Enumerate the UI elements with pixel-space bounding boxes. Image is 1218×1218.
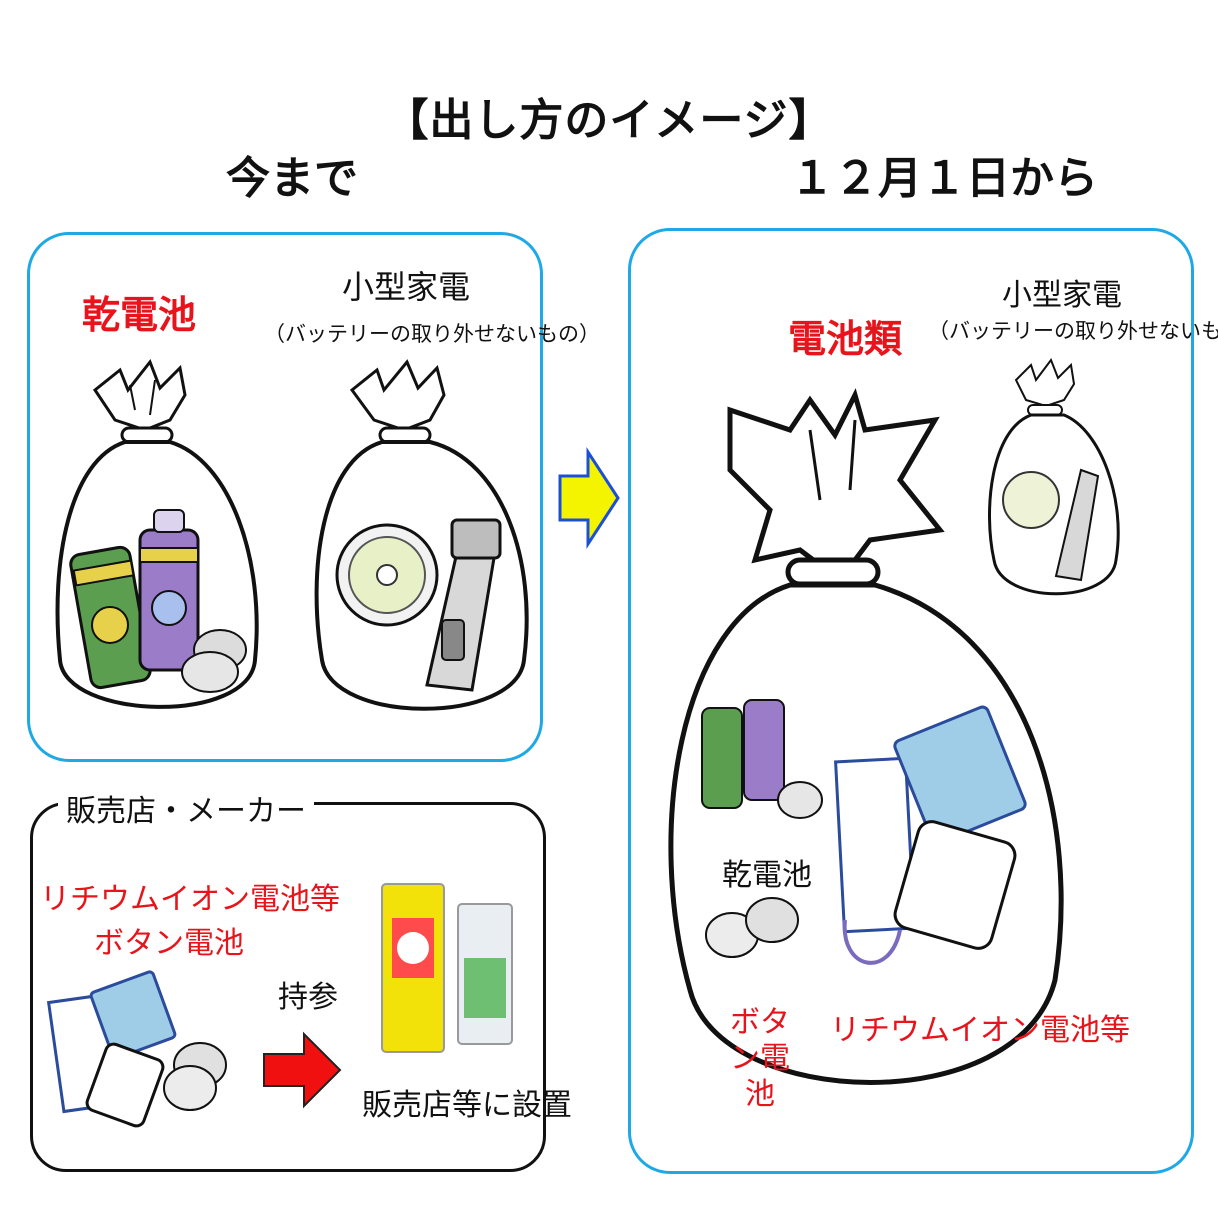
red-arrow-icon	[263, 1031, 342, 1109]
installed-label: 販売店等に設置	[362, 1088, 572, 1123]
appliance-note: （バッテリーの取り外せないもの）	[264, 322, 600, 346]
after-appliance-label: 小型家電	[1002, 278, 1122, 313]
after-appliance-note: （バッテリーの取り外せないもの）	[928, 319, 1218, 343]
after-lithium-label: リチウムイオン電池等	[830, 1013, 1130, 1048]
after-button-battery-label: ボタン電池	[730, 1005, 790, 1112]
dry-battery-label: 乾電池	[82, 293, 197, 337]
store-lithium-label: リチウムイオン電池等	[40, 882, 340, 917]
yellow-arrow-icon	[558, 446, 620, 550]
batteries-label: 電池類	[788, 317, 903, 361]
battery-pack-group-icon	[46, 970, 227, 1128]
small-appliance-bag-icon	[314, 359, 529, 711]
before-heading: 今まで	[226, 153, 358, 204]
before-box	[27, 232, 543, 762]
battery-bag-large-icon	[668, 388, 1064, 1085]
bring-label: 持参	[278, 980, 338, 1015]
after-box	[628, 228, 1194, 1174]
small-appliance-bag-small-icon	[988, 357, 1120, 596]
collection-box-icon	[381, 883, 513, 1053]
store-section-label: 販売店・メーカー	[58, 786, 314, 830]
after-dry-battery-label: 乾電池	[722, 858, 812, 893]
store-button-label: ボタン電池	[94, 926, 244, 961]
appliance-label: 小型家電	[342, 268, 471, 306]
page-title: 【出し方のイメージ】	[384, 95, 834, 146]
dry-battery-bag-icon	[55, 358, 259, 709]
after-heading: １２月１日から	[790, 153, 1098, 204]
